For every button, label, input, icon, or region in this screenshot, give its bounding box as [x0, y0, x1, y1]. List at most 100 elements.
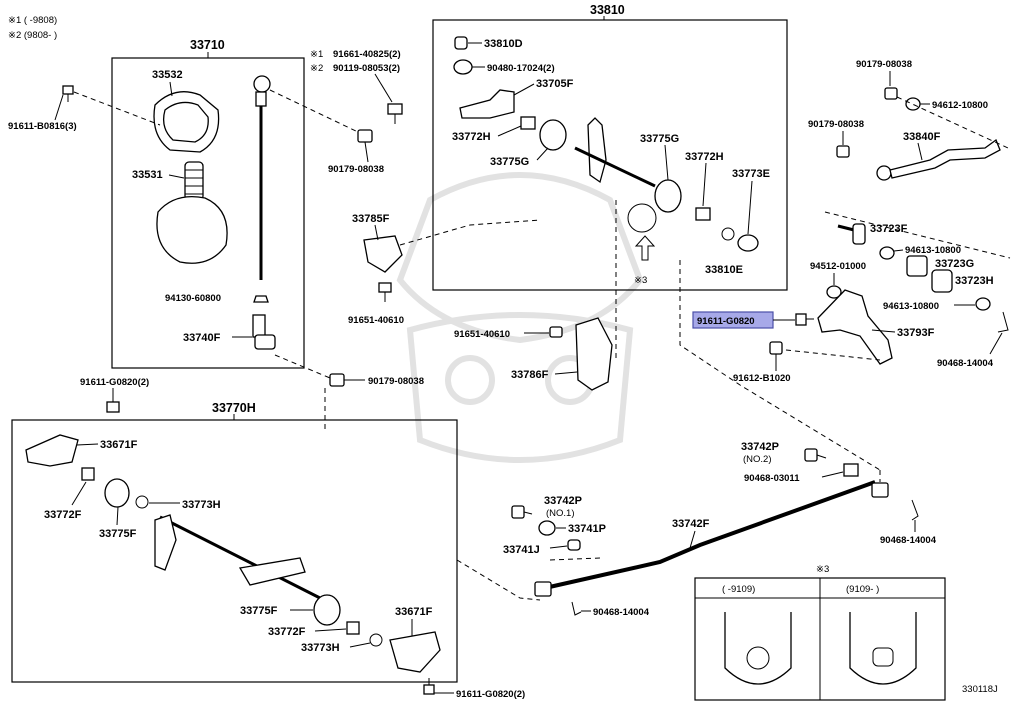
nut-90179-c: [884, 87, 898, 100]
label-91611-g0820-2: 91611-G0820(2): [80, 377, 149, 388]
pin-33723f: [837, 223, 866, 245]
label-33532: 33532: [152, 69, 183, 81]
figure-id: 330118J: [962, 684, 998, 695]
bolt-91611-g0820-3: [423, 678, 435, 695]
label-94512: 94512-01000: [810, 261, 866, 272]
part-33775f-b: [313, 594, 341, 626]
inset-part-new: [849, 612, 917, 685]
label-33740f: 33740F: [183, 332, 221, 344]
label-33772f-a: 33772F: [44, 509, 82, 521]
part-33775f-a: [104, 478, 130, 508]
part-33775g-b: [654, 179, 682, 213]
label-91651-a: 91651-40610: [348, 315, 404, 326]
inset-right-heading: (9109- ): [846, 584, 879, 595]
label-33772f-b: 33772F: [268, 626, 306, 638]
label-33785f: 33785F: [352, 213, 390, 225]
washer-94612: [905, 97, 921, 111]
label-33671f-b: 33671F: [395, 606, 433, 618]
label-91611-b0816: 91611-B0816(3): [8, 121, 77, 132]
label-94613-b: 94613-10800: [883, 301, 939, 312]
label-33773h-b: 33773H: [301, 642, 340, 654]
label-33742p-2: 33742P: [741, 441, 779, 453]
label-33742p-1: 33742P: [544, 495, 582, 507]
note-1: ※1 ( -9808): [8, 15, 57, 26]
label-33723g: 33723G: [935, 258, 974, 270]
nut-90179-a: [357, 129, 373, 143]
rod-assembly: [253, 75, 271, 303]
part-33772f-a: [81, 467, 95, 481]
label-33810e: 33810E: [705, 264, 743, 276]
label-94130: 94130-60800: [165, 293, 221, 304]
part-33773e: [737, 234, 759, 252]
part-33741j: [567, 539, 581, 551]
bolt-33742p-2: [804, 448, 827, 462]
shift-lever: [574, 117, 656, 188]
label-90480: 90480-17024(2): [487, 63, 555, 74]
bolt-91611-g0820: [795, 313, 814, 326]
label-90468-a: 90468-14004: [937, 358, 994, 369]
part-33775g-a: [539, 119, 567, 151]
label-33793f: 33793F: [897, 327, 935, 339]
label-33710: 33710: [190, 38, 225, 52]
bolt-91611-g0820-2: [106, 397, 120, 413]
detail-circle: [627, 203, 657, 233]
label-91612: 91612-B1020: [733, 373, 791, 384]
bush-33723h: [931, 269, 953, 293]
label-91611-g0820[interactable]: 91611-G0820: [697, 316, 755, 327]
label-33775g-a: 33775G: [490, 156, 529, 168]
label-x2: ※2: [310, 63, 323, 74]
part-90480: [453, 59, 473, 75]
washer-94512: [826, 285, 842, 299]
label-33775f-a: 33775F: [99, 528, 137, 540]
boot-33531: [156, 161, 228, 264]
label-90468-c: 90468-03011: [744, 473, 800, 484]
label-33810d: 33810D: [484, 38, 523, 50]
bolt-91651-a: [378, 282, 392, 302]
bush-33723g: [906, 255, 928, 277]
label-33772h-a: 33772H: [452, 131, 491, 143]
inset-mark: ※3: [816, 564, 829, 575]
bracket-33671f-b: [389, 631, 441, 673]
label-33775f-b: 33775F: [240, 605, 278, 617]
bolt-33742p-1: [511, 505, 533, 519]
bolt-91611-b0816: [62, 85, 74, 102]
part-33772f-b: [346, 621, 360, 635]
part-33772h-b: [695, 207, 711, 221]
label-33742p-2-no: (NO.2): [743, 454, 772, 465]
part-33741p: [538, 520, 556, 536]
rod-33840f: [876, 138, 1001, 181]
bracket-33785f: [363, 235, 403, 273]
part-33772h-a: [520, 116, 536, 130]
label-90179-b: 90179-08038: [368, 376, 424, 387]
clip-90468-a: [997, 311, 1009, 333]
part-33705f: [459, 89, 515, 119]
rod-33742f: [534, 480, 889, 597]
label-33723f: 33723F: [870, 223, 908, 235]
label-33531: 33531: [132, 169, 163, 181]
label-90468-d: 90468-14004: [880, 535, 937, 546]
label-x1: ※1: [310, 49, 323, 60]
label-90179-a: 90179-08038: [328, 164, 384, 175]
label-33775g-b: 33775G: [640, 133, 679, 145]
shift-shaft: [154, 514, 321, 600]
clip-90468-b: [571, 601, 582, 616]
label-33810: 33810: [590, 3, 625, 17]
label-33773e: 33773E: [732, 168, 770, 180]
label-33741p: 33741P: [568, 523, 606, 535]
label-note3: ※3: [634, 275, 647, 286]
joint-33740f: [252, 314, 276, 350]
bracket-33786f: [575, 317, 613, 391]
nut-90179-b: [329, 373, 345, 387]
note-2: ※2 (9808- ): [8, 30, 57, 41]
part-90468-03011: [843, 463, 859, 477]
part-33810d: [454, 36, 468, 50]
part-clip: [721, 227, 735, 241]
label-33772h-b: 33772H: [685, 151, 724, 163]
label-33742f: 33742F: [672, 518, 710, 530]
label-33773h-a: 33773H: [182, 499, 221, 511]
label-33723h: 33723H: [955, 275, 994, 287]
washer-94613-b: [975, 297, 991, 311]
watermark: [396, 172, 644, 463]
clip-90468-d: [911, 499, 919, 521]
